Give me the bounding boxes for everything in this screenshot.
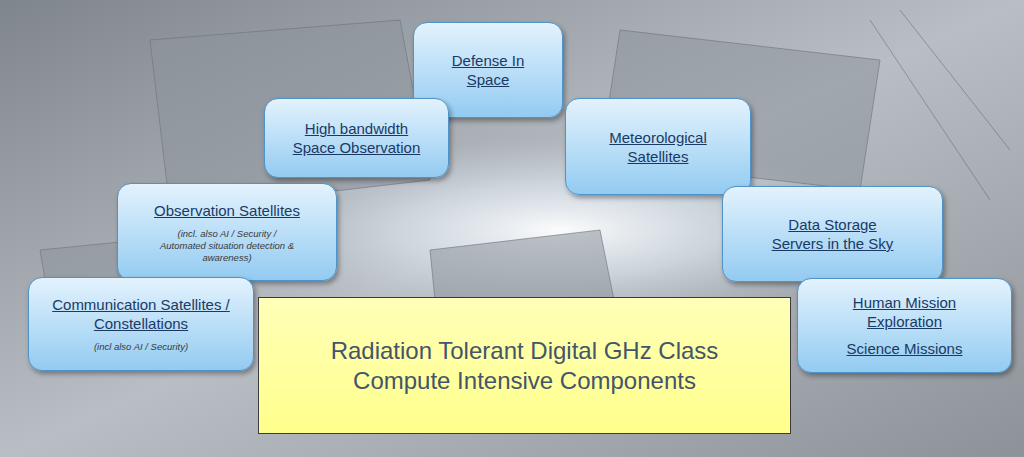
application-box: Communication Satellites / Constellation…: [28, 277, 254, 371]
satellite-boom: [870, 20, 990, 200]
satellite-body: [870, 10, 1010, 200]
box-heading: Observation Satellites: [154, 201, 300, 220]
box-heading: Human Mission Exploration: [840, 293, 970, 331]
application-box: Human Mission ExplorationScience Mission…: [797, 278, 1012, 373]
box-note: (incl also AI / Security): [94, 341, 188, 353]
application-box: Meteorological Satellites: [565, 98, 751, 195]
box-heading: Science Missions: [847, 339, 963, 358]
box-heading: High bandwidth Space Observation: [282, 119, 432, 157]
application-box: High bandwidth Space Observation: [264, 98, 449, 178]
application-box: Observation Satellites (incl. also AI / S…: [117, 183, 337, 281]
box-heading: Communication Satellites / Constellation…: [41, 295, 241, 333]
box-title: Radiation Tolerant Digital GHz Class Com…: [290, 336, 760, 396]
satellite-boom: [900, 10, 1010, 150]
box-heading: Data Storage Servers in the Sky: [763, 215, 903, 253]
core-component-box: Radiation Tolerant Digital GHz Class Com…: [258, 297, 791, 434]
box-heading: Defense In Space: [433, 51, 543, 89]
box-note: (incl. also AI / Security / Automated si…: [157, 228, 297, 264]
application-box: Data Storage Servers in the Sky: [722, 186, 943, 282]
box-heading: Meteorological Satellites: [593, 128, 723, 166]
